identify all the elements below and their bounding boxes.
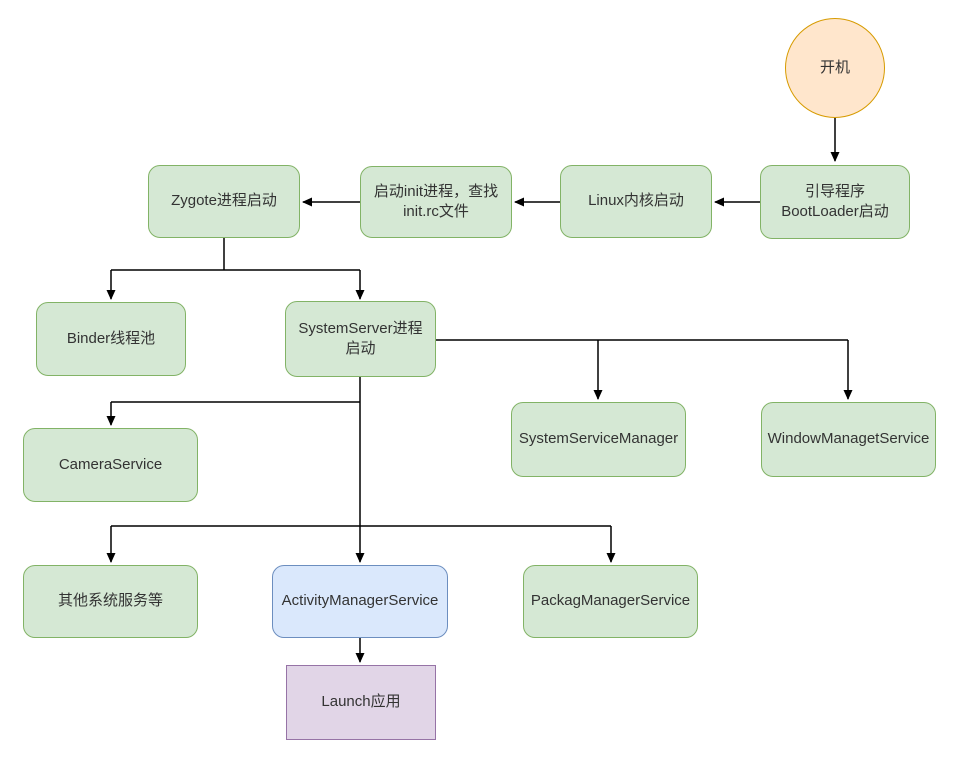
node-activity-manager-service: ActivityManagerService [272,565,448,638]
node-linux-kernel: Linux内核启动 [560,165,712,238]
node-system-server: SystemServer进程启动 [285,301,436,377]
node-power-on: 开机 [785,18,885,118]
node-launch-app: Launch应用 [286,665,436,740]
node-system-service-manager: SystemServiceManager [511,402,686,477]
node-zygote: Zygote进程启动 [148,165,300,238]
node-init-process: 启动init进程，查找init.rc文件 [360,166,512,238]
node-camera-service: CameraService [23,428,198,502]
node-packag-manager-service: PackagManagerService [523,565,698,638]
node-other-services: 其他系统服务等 [23,565,198,638]
node-window-managet-service: WindowManagetService [761,402,936,477]
node-binder-pool: Binder线程池 [36,302,186,376]
node-bootloader: 引导程序BootLoader启动 [760,165,910,239]
